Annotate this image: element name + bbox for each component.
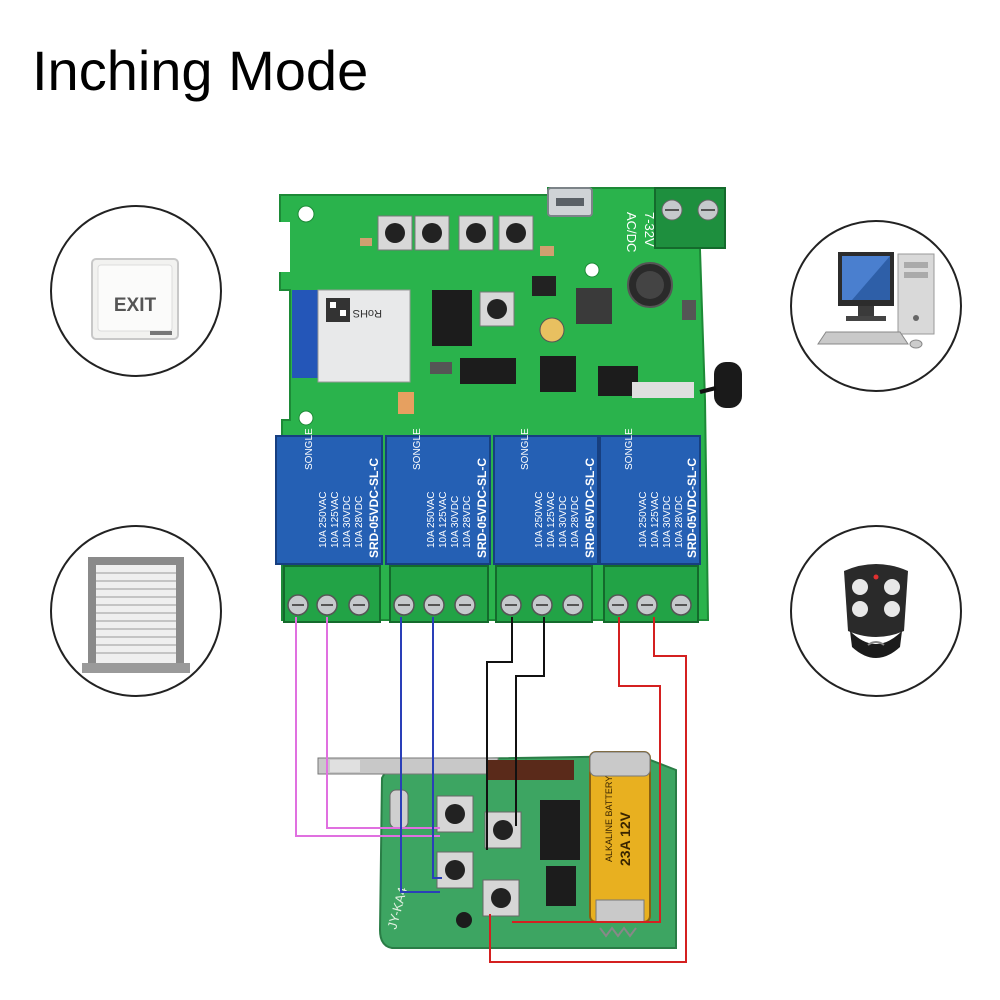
relay-4-rating-1: 10A 250VAC [638,491,649,548]
board-components [360,238,696,414]
board-button-4 [506,223,526,243]
relay-4-brand: SONGLE [624,428,635,470]
wire-red-2 [489,617,687,963]
relay-3-rating-1: 10A 250VAC [534,491,545,548]
wire-blue-2 [432,617,442,879]
remote-button-4 [491,888,511,908]
wire-blue-1 [400,617,440,893]
remote-fob-circle [790,525,962,697]
relay-1: SONGLE 10A 250VAC 10A 125VAC 10A 30VDC 1… [275,428,383,565]
wire-black-2 [515,617,545,826]
relay-1-rating-1: 10A 250VAC [318,491,329,548]
board-button-3 [466,223,486,243]
relay-4-model: SRD-05VDC-SL-C [685,458,699,558]
wire-pink-2 [326,617,440,829]
computer-icon [817,252,935,349]
roller-door-circle [50,525,222,697]
battery-23a: ALKALINE BATTERY 23A 12V [589,751,651,923]
relay-2-model: SRD-05VDC-SL-C [475,458,489,558]
remote-buttons [436,795,522,917]
relay-3-model: SRD-05VDC-SL-C [583,458,597,558]
board-buttons [377,215,534,327]
board-button-1 [385,223,405,243]
wire-black-1 [486,617,513,850]
relay-3-rating-2: 10A 125VAC [546,491,557,548]
relay-2-brand: SONGLE [412,428,423,470]
relay-3-rating-3: 10A 30VDC [558,496,569,548]
relay-2: SONGLE 10A 250VAC 10A 125VAC 10A 30VDC 1… [385,428,491,565]
exit-button-icon: EXIT [91,258,179,340]
battery-type-label: ALKALINE BATTERY [604,776,614,862]
power-label-voltage: 7-32V [642,212,657,247]
relay-3-brand: SONGLE [520,428,531,470]
relay-1-brand: SONGLE [304,428,315,470]
relay-1-rating-2: 10A 125VAC [330,491,341,548]
board-antenna [714,362,742,408]
remote-coil [488,760,574,780]
relay-4-rating-2: 10A 125VAC [650,491,661,548]
page-title: Inching Mode [32,39,369,102]
remote-fob-icon [844,564,908,658]
output-terminals [283,565,699,623]
relay-1-rating-3: 10A 30VDC [342,496,353,548]
relay-3: SONGLE 10A 250VAC 10A 125VAC 10A 30VDC 1… [493,428,599,565]
relay-4-rating-3: 10A 30VDC [662,496,673,548]
battery-voltage-label: 23A 12V [617,811,633,866]
relay-board: 7-32V AC/DC RoHS [275,187,742,623]
relay-2-rating-4: 10A 28VDC [462,496,473,548]
computer-circle [790,220,962,392]
board-button-mode [487,299,507,319]
module-rohs-label: RoHS [353,307,382,319]
relay-2-rating-3: 10A 30VDC [450,496,461,548]
power-terminal [654,187,726,249]
relay-1-rating-4: 10A 28VDC [354,496,365,548]
relay-3-rating-4: 10A 28VDC [570,496,581,548]
wires [295,617,687,963]
remote-button-2 [493,820,513,840]
relay-2-rating-2: 10A 125VAC [438,491,449,548]
exit-label: EXIT [114,295,157,316]
wifi-module: RoHS [292,289,411,383]
power-label-type: AC/DC [624,212,639,252]
relay-1-model: SRD-05VDC-SL-C [367,458,381,558]
remote-button-3 [445,860,465,880]
exit-button-circle: EXIT [50,205,222,377]
relay-4: SONGLE 10A 250VAC 10A 125VAC 10A 30VDC 1… [599,428,701,565]
wire-red-1 [512,617,661,923]
relay-2-rating-1: 10A 250VAC [426,491,437,548]
remote-button-1 [445,804,465,824]
wire-pink-1 [295,617,440,837]
relay-4-rating-4: 10A 28VDC [674,496,685,548]
roller-door-icon [82,557,190,673]
board-button-2 [422,223,442,243]
remote-board: ALKALINE BATTERY 23A 12V JY-KA4 [317,751,677,949]
